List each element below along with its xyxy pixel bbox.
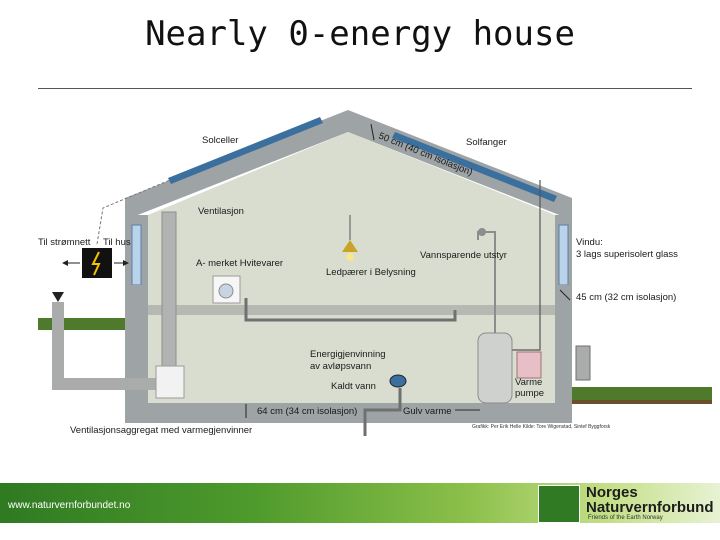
label-window-desc: 3 lags superisolert glass — [576, 249, 678, 260]
label-heat-pump-1: Varme — [515, 377, 542, 388]
outdoor-heat-pump — [575, 345, 591, 381]
org-name-line1: Norges — [586, 484, 638, 501]
label-credits: Grafikk: Per Erik Helle Kilde: Tore Wige… — [472, 424, 611, 430]
label-solar-cells: Solceller — [202, 135, 238, 146]
label-floor-heating: Gulv varme — [403, 406, 452, 417]
mid-floor — [148, 305, 555, 315]
solar-collector-panel — [392, 132, 557, 202]
label-appliances: A- merket Hvitevarer — [196, 258, 283, 269]
left-wall-window — [131, 224, 142, 286]
footer-bar — [0, 483, 720, 523]
label-wall-insulation: 45 cm (32 cm isolasjon) — [576, 292, 676, 303]
label-heat-pump-2: pumpe — [515, 388, 544, 399]
label-water-saving: Vannsparende utstyr — [420, 250, 507, 261]
shower-head — [478, 228, 486, 236]
label-to-house: Til hus — [103, 237, 131, 248]
right-wall-lower — [555, 285, 572, 423]
led-lamp-bulb — [346, 253, 354, 261]
right-wall-window — [558, 224, 569, 286]
lightning-icon — [91, 251, 101, 276]
label-energy-recovery-1: Energigjenvinning — [310, 349, 386, 360]
ground-duct-vertical — [52, 302, 64, 390]
solar-cells-panel — [168, 117, 323, 184]
page-title: Nearly 0-energy house — [145, 14, 575, 54]
label-ventilation: Ventilasjon — [198, 206, 244, 217]
house-diagram: Solceller Solfanger 50 cm (40 cm isolasj… — [38, 110, 712, 436]
drain-pipe — [244, 298, 457, 322]
solar-cable — [96, 179, 171, 245]
label-energy-recovery-2: av avløpsvann — [310, 361, 371, 372]
grass-right — [572, 387, 712, 401]
duct-inlet-arrow — [52, 292, 64, 302]
label-floor-insulation: 64 cm (34 cm isolasjon) — [257, 406, 357, 417]
label-window-title: Vindu: — [576, 237, 603, 248]
water-tank — [477, 332, 513, 404]
ventilation-unit — [155, 365, 185, 399]
label-ventilation-unit: Ventilasjonsaggregat med varmegjenvinner — [70, 425, 252, 436]
tree-logo-icon — [538, 485, 580, 523]
label-led-lighting: Ledpærer i Belysning — [326, 267, 416, 278]
cold-water-bucket — [389, 374, 407, 388]
grid-arrow-left-head — [62, 260, 68, 266]
ground-duct-horizontal — [52, 378, 164, 390]
org-name-line2: Naturvernforbund — [586, 499, 714, 516]
left-wall-lower — [125, 285, 148, 423]
washing-machine-door — [218, 283, 234, 299]
label-to-grid: Til strømnett — [38, 237, 91, 248]
wall-dim-marker — [559, 289, 571, 301]
collector-pipe — [508, 180, 541, 351]
footer-url[interactable]: www.naturvernforbundet.no — [8, 500, 131, 511]
soil-right — [572, 400, 712, 404]
led-lamp-shade — [342, 240, 358, 252]
heat-pump — [516, 351, 542, 379]
label-solar-collector: Solfanger — [466, 137, 507, 148]
cold-water-pipe — [363, 388, 402, 436]
org-subtitle: Friends of the Earth Norway — [588, 515, 663, 521]
label-cold-water: Kaldt vann — [331, 381, 376, 392]
roof-dim-marker — [370, 123, 375, 141]
title-divider — [38, 88, 692, 89]
grid-arrow-right-head — [123, 260, 129, 266]
ventilation-duct — [161, 211, 177, 391]
foundation — [125, 403, 572, 423]
house-interior — [148, 132, 555, 403]
